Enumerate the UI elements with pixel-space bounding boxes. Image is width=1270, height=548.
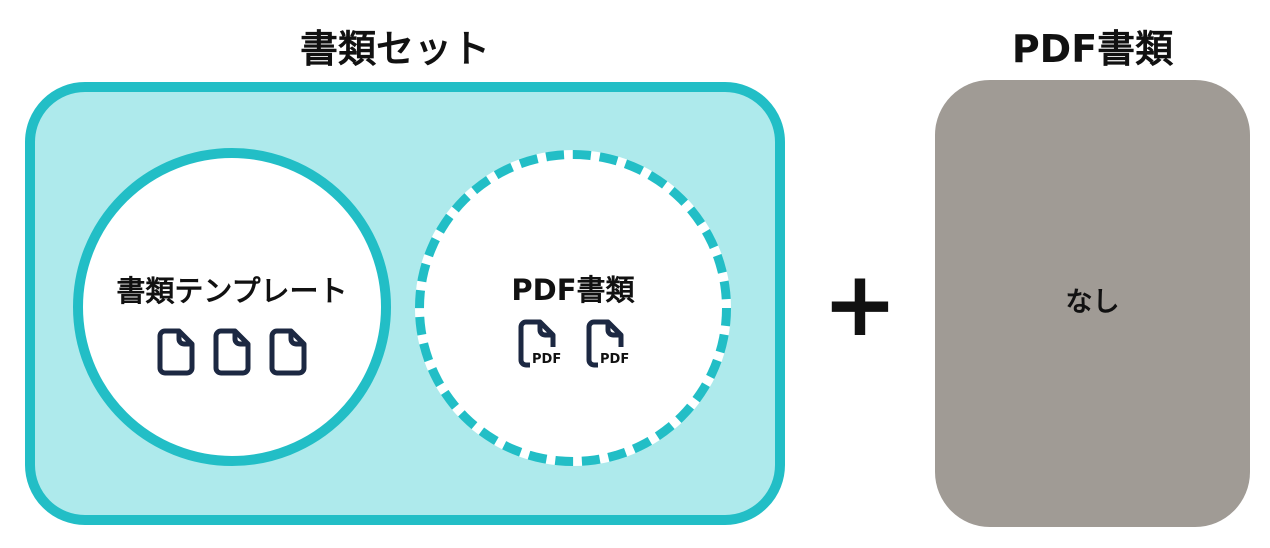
pdf-icon-text: PDF [600,352,630,367]
file-icon [157,328,195,376]
none-label: なし [1065,287,1120,318]
pdf-label: PDF書類 [511,273,635,307]
template-circle: 書類テンプレート [73,148,391,466]
file-icon [269,328,307,376]
pdf-documents-box: なし [935,80,1250,527]
template-label: 書類テンプレート [116,274,348,308]
pdf-documents-title: PDF書類 [1011,27,1174,71]
pdf-file-icon: PDF [586,319,630,369]
pdf-file-icon: PDF [518,319,562,369]
pdf-circle: PDF書類 PDF PDF [415,150,731,466]
document-set-title: 書類セット [299,27,490,71]
pdf-icon-text: PDF [532,352,562,367]
plus-icon: + [822,252,898,357]
file-icon [213,328,251,376]
